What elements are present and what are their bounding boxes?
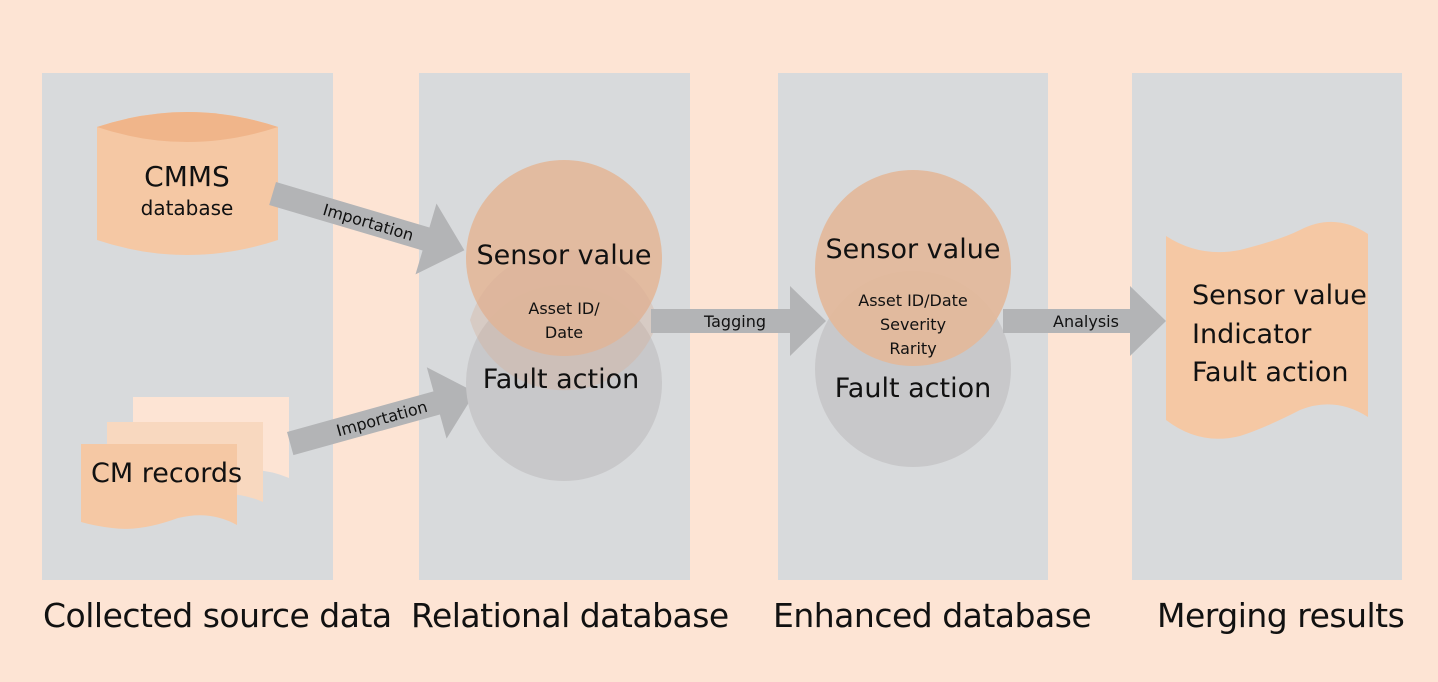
arrow-shape: [1003, 286, 1166, 356]
importation-arrow-cmms: Importation: [269, 182, 465, 275]
cmms-title: CMMS: [144, 160, 230, 193]
arrow-shape: [287, 367, 476, 456]
stage-label-merging-results: Merging results: [1157, 596, 1405, 635]
results-shape: [1166, 221, 1368, 439]
cylinder-body: [97, 112, 278, 255]
stage-label-enhanced-database: Enhanced database: [773, 596, 1092, 635]
document-front: [81, 444, 237, 529]
cm-records-documents: CM records: [81, 397, 289, 529]
enhanced-overlap-line-3: Rarity: [889, 339, 936, 358]
importation-label-2: Importation: [334, 397, 429, 440]
relational-overlap-line-2: Date: [545, 323, 583, 342]
enhanced-venn: Sensor value Asset ID/Date Severity Rari…: [815, 170, 1011, 467]
cm-records-title: CM records: [91, 458, 242, 489]
results-line-3: Fault action: [1192, 357, 1349, 388]
stage-label-collected-source-data: Collected source data: [43, 596, 392, 635]
stage-label-relational-database: Relational database: [411, 596, 729, 635]
analysis-label: Analysis: [1053, 312, 1119, 331]
importation-label-1: Importation: [321, 200, 416, 245]
cmms-subtitle: database: [141, 196, 234, 220]
sensor-value-circle: [466, 160, 662, 356]
results-line-1: Sensor value: [1192, 280, 1367, 311]
relational-fault-label: Fault action: [483, 364, 640, 395]
relational-venn: Sensor value Asset ID/ Date Fault action: [466, 160, 662, 481]
relational-sensor-label: Sensor value: [477, 240, 652, 271]
tagging-arrow: Tagging: [651, 286, 826, 356]
arrow-shape: [651, 286, 826, 356]
enhanced-sensor-label: Sensor value: [826, 234, 1001, 265]
overlap-region: [470, 249, 658, 391]
cylinder-top: [97, 112, 278, 142]
tagging-label: Tagging: [703, 312, 766, 331]
merging-results-document: Sensor value Indicator Fault action: [1166, 221, 1368, 439]
analysis-arrow: Analysis: [1003, 286, 1166, 356]
enhanced-overlap-line-2: Severity: [880, 315, 946, 334]
arrow-shape: [269, 182, 465, 275]
enhanced-fault-label: Fault action: [835, 373, 992, 404]
importation-arrow-cm: Importation: [287, 367, 476, 456]
relational-overlap-line-1: Asset ID/: [528, 299, 600, 318]
cmms-database-cylinder: CMMS database: [97, 112, 278, 255]
sensor-value-circle: [815, 170, 1011, 366]
results-line-2: Indicator: [1192, 319, 1312, 350]
enhanced-overlap-line-1: Asset ID/Date: [858, 291, 968, 310]
